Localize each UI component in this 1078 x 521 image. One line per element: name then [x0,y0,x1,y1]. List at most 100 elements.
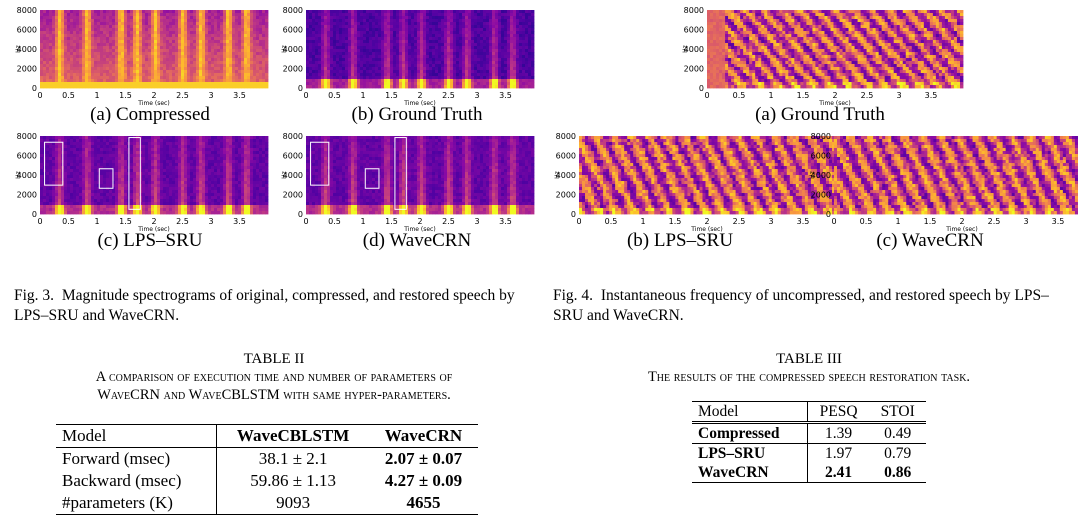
table-row: #parameters (K) 9093 4655 [56,492,478,515]
table-row: WaveCRN 2.41 0.86 [692,463,926,483]
y-axis-label: Hz [554,171,561,179]
table3-header-stoi: STOI [869,401,926,423]
fig4-subcaption-a: (a) Ground Truth [755,104,885,125]
y-tick-label: 8000 [283,6,303,15]
y-tick-label: 6000 [283,26,303,35]
table3-cell: 0.86 [869,463,926,483]
x-tick-label: 3 [208,217,213,226]
x-tick-label: 3 [474,91,479,100]
x-tick-label: 1 [360,217,365,226]
table-row: Forward (msec) 38.1 ± 2.1 2.07 ± 0.07 [56,447,478,470]
x-tick-label: 3.5 [233,217,246,226]
x-tick-label: 2.5 [988,217,1001,226]
table2-cell: #parameters (K) [56,492,217,515]
fig4-caption-label: Fig. 4. [553,287,594,304]
x-tick-label: 2.5 [442,217,455,226]
table2-title-line2: WaveCRN and WaveCBLSTM with same hyper-p… [97,387,451,403]
y-tick-label: 8000 [556,132,576,141]
x-tick-label: 0 [576,217,581,226]
y-tick-label: 8000 [811,132,831,141]
x-tick-label: 3.5 [233,91,246,100]
y-tick-label: 8000 [17,6,37,15]
y-tick-label: 2000 [556,191,576,200]
x-tick-label: 0 [37,217,42,226]
table2-header-wavecrn: WaveCRN [368,424,478,448]
y-tick-label: 0 [298,84,303,93]
y-tick-label: 2000 [17,191,37,200]
table2-cell: 4.27 ± 0.09 [384,471,463,490]
y-tick-label: 6000 [17,152,37,161]
y-tick-label: 4000 [811,171,831,180]
x-tick-label: 3.5 [797,217,810,226]
fig3-subcaption-d: (d) WaveCRN [362,230,472,251]
x-tick-label: 2.5 [442,91,455,100]
x-tick-label: 2 [704,217,709,226]
y-tick-label: 6000 [556,152,576,161]
table3-cell: 1.97 [806,443,870,463]
x-tick-label: 0.5 [733,91,746,100]
fig4-caption-text: Instantaneous frequency of uncompressed,… [553,287,1049,324]
table2-cell: Forward (msec) [62,449,171,468]
x-axis-label: Time (sec) [690,226,722,233]
y-axis-label: Hz [682,45,689,53]
y-tick-label: 0 [826,210,831,219]
table-row: LPS–SRU 1.97 0.79 [692,443,926,463]
y-tick-label: 4000 [17,45,37,54]
fig4-subcaption-b: (b) LPS–SRU [626,230,734,251]
table2-cell: Backward (msec) [62,471,182,490]
x-tick-label: 3 [474,217,479,226]
x-tick-label: 1 [768,91,773,100]
table2-cell: 2.07 ± 0.07 [384,449,463,468]
table2-cell: 38.1 ± 2.1 [216,447,369,470]
table3-title-text: The results of the compressed speech res… [647,369,971,385]
table3-cell: LPS–SRU [692,443,808,463]
y-tick-label: 2000 [811,191,831,200]
x-tick-label: 0.5 [860,217,873,226]
x-tick-label: 1.5 [669,217,682,226]
x-tick-label: 2.5 [861,91,874,100]
x-tick-label: 2.5 [176,91,189,100]
table2-header-wavecblstm: WaveCBLSTM [216,424,369,448]
fig3-caption: Fig. 3. Magnitude spectrograms of origin… [14,286,534,326]
x-tick-label: 2.5 [176,217,189,226]
x-tick-label: 2 [959,217,964,226]
fig3-subcaption-a: (a) Compressed [90,104,210,125]
x-axis-label: Time (sec) [137,226,169,233]
x-tick-label: 3.5 [1052,217,1065,226]
y-tick-label: 0 [32,210,37,219]
y-tick-label: 6000 [17,26,37,35]
x-tick-label: 1.5 [119,91,132,100]
x-tick-label: 0 [831,217,836,226]
x-tick-label: 2 [151,91,156,100]
y-tick-label: 8000 [283,132,303,141]
fig3-caption-label: Fig. 3. [14,287,55,304]
y-axis-label: Hz [15,171,22,179]
x-tick-label: 3.5 [499,91,512,100]
y-tick-label: 6000 [811,152,831,161]
fig3-subcaption-c: (c) LPS–SRU [97,230,203,251]
table-row: Compressed 1.39 0.49 [692,421,926,444]
table3-header-pesq: PESQ [806,401,870,423]
x-axis-label: Time (sec) [137,100,169,107]
fig3-subcaption-b: (b) Ground Truth [351,104,483,125]
y-tick-label: 0 [699,84,704,93]
table3-cell: Compressed [692,421,808,444]
x-axis-label: Time (sec) [945,226,977,233]
y-axis-label: Hz [15,45,22,53]
x-tick-label: 0.5 [605,217,618,226]
y-axis-label: Hz [281,45,288,53]
table3-cell: 1.39 [806,421,870,444]
x-tick-label: 0 [303,91,308,100]
x-tick-label: 1 [360,91,365,100]
y-tick-label: 2000 [283,191,303,200]
table3-cell: 0.79 [869,443,926,463]
x-tick-label: 0.5 [62,91,75,100]
x-tick-label: 1.5 [924,217,937,226]
x-tick-label: 0 [704,91,709,100]
x-tick-label: 2 [417,217,422,226]
y-tick-label: 4000 [283,45,303,54]
